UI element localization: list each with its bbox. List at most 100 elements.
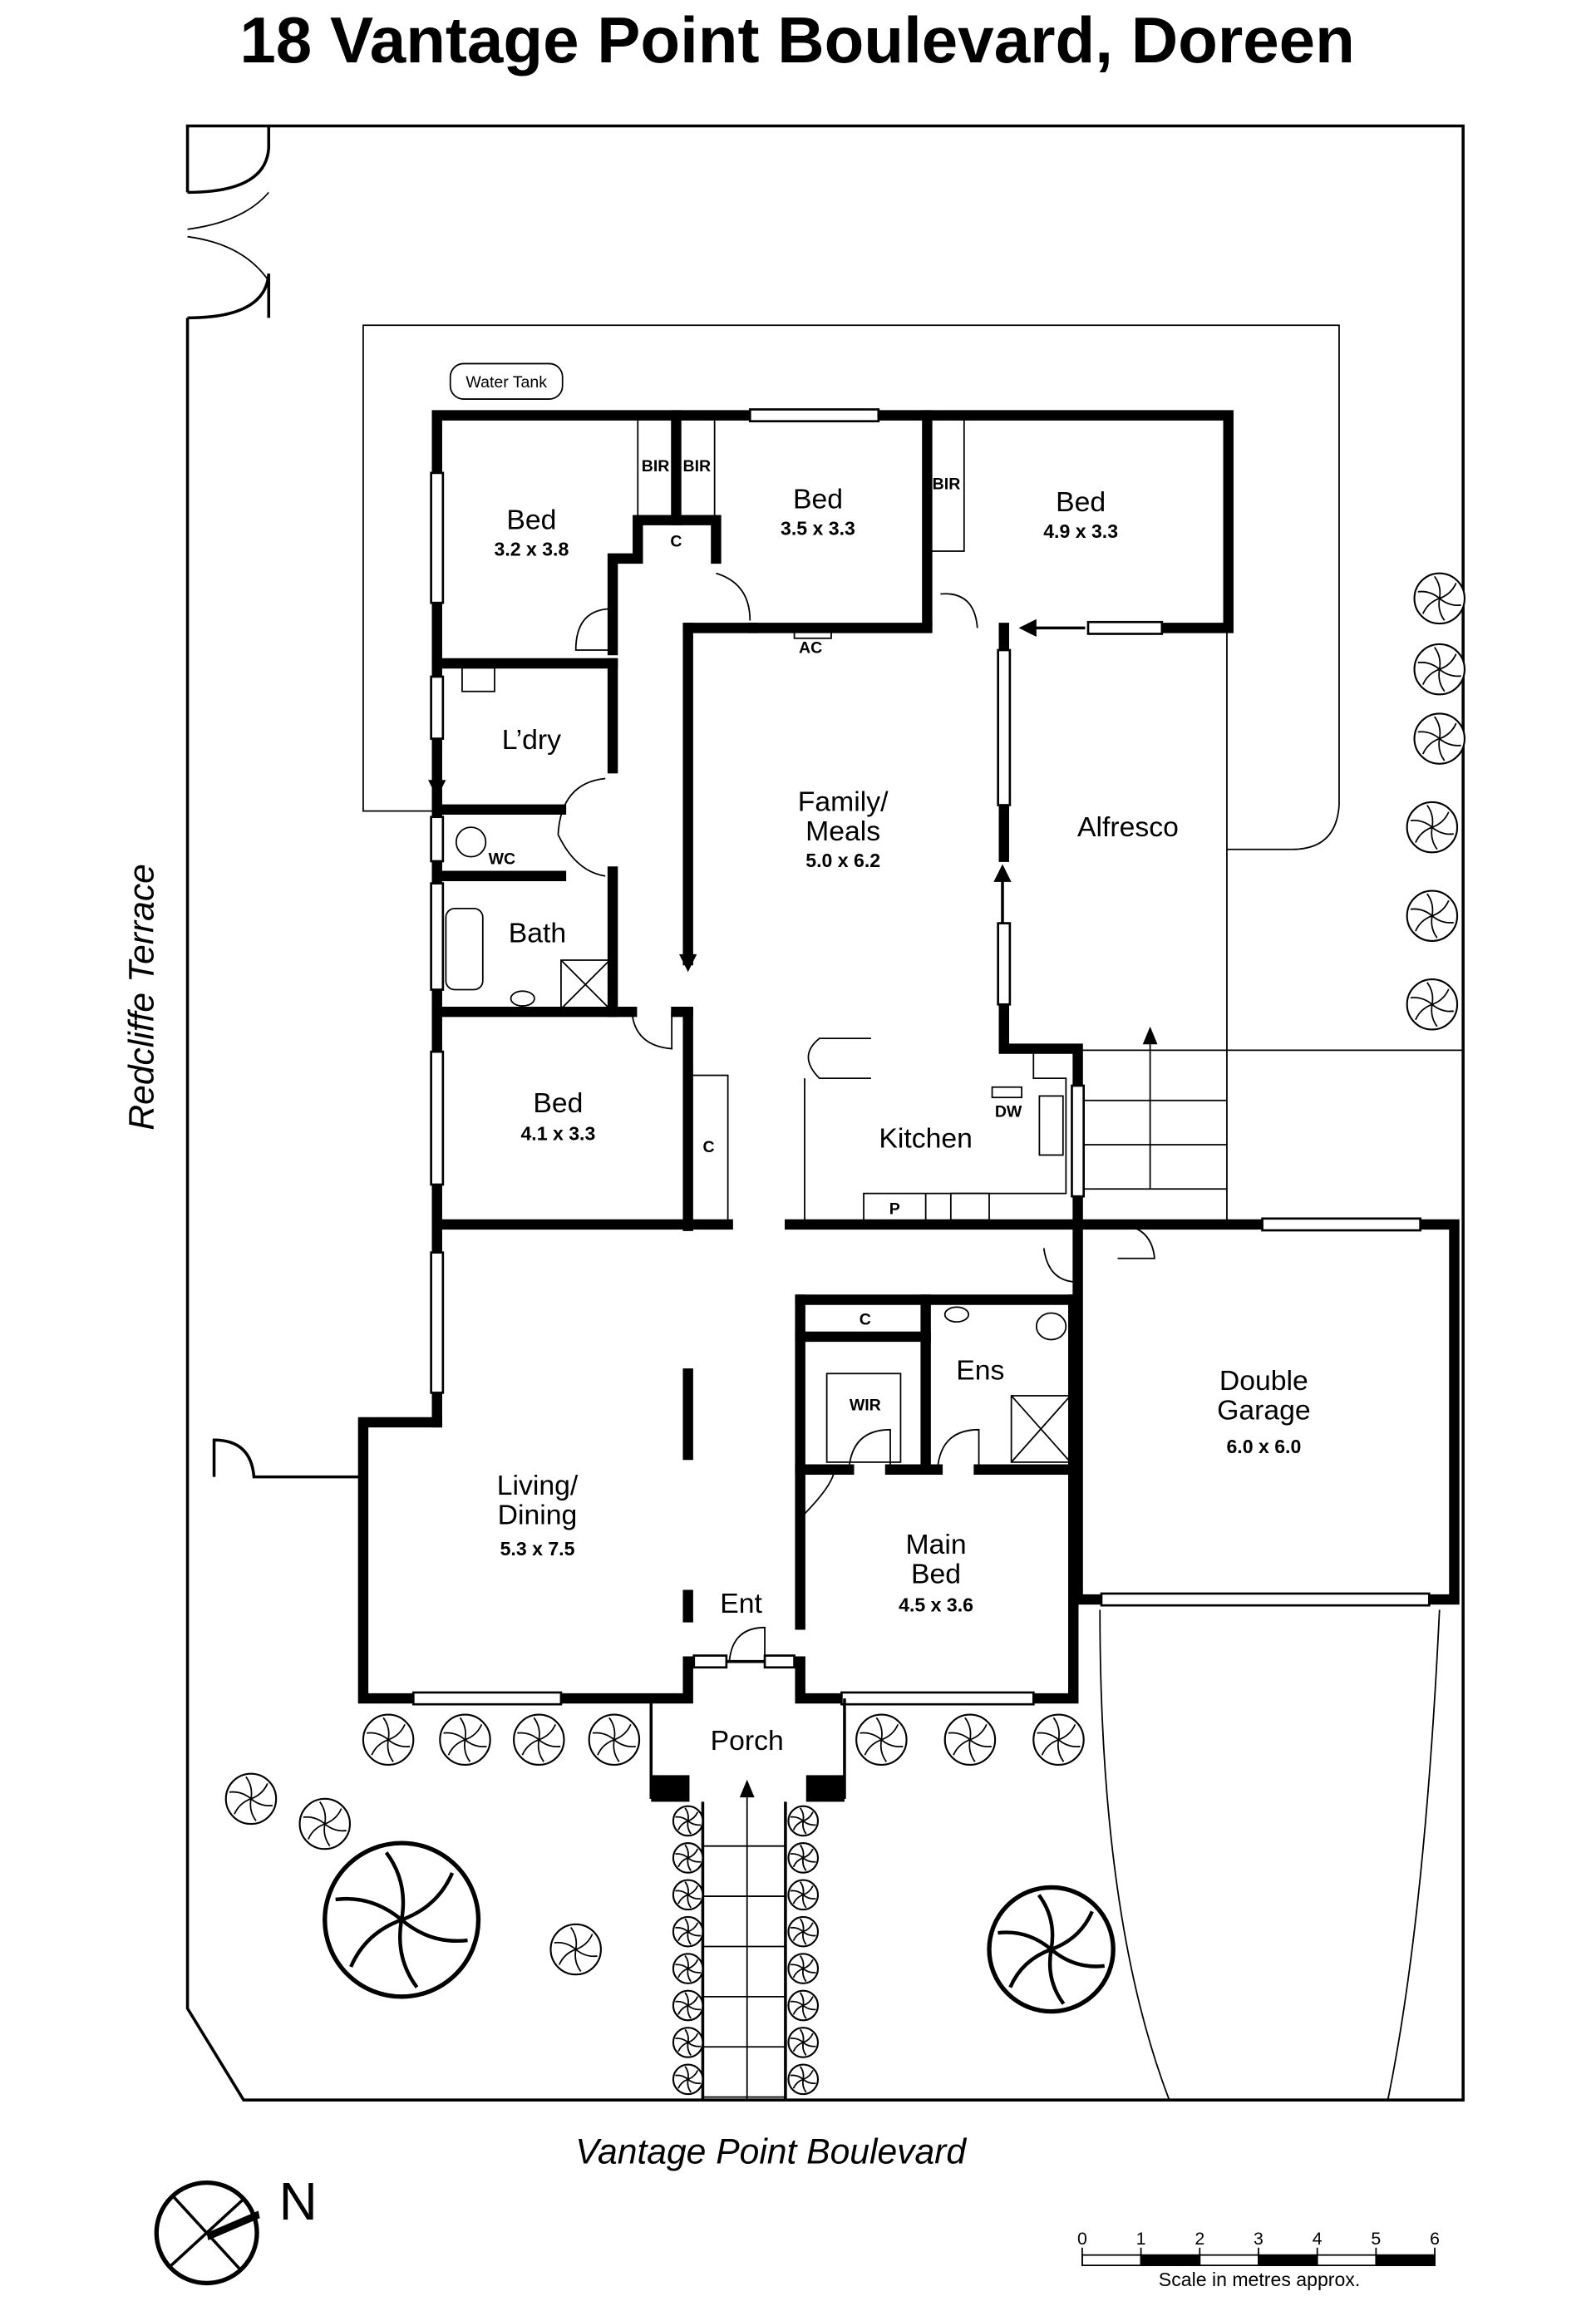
tree-icon bbox=[1413, 712, 1465, 765]
tree-icon bbox=[439, 1713, 491, 1767]
scale-tick-label: 5 bbox=[1371, 2229, 1381, 2249]
tree-icon bbox=[672, 1989, 704, 2022]
tree-icon bbox=[787, 1989, 820, 2022]
ens-shower bbox=[1010, 1395, 1071, 1463]
tree-icon bbox=[1406, 889, 1459, 942]
compass-north-label: N bbox=[279, 2171, 318, 2231]
tree-icon bbox=[787, 1842, 820, 1874]
arrows bbox=[428, 618, 1158, 2101]
tree-icon bbox=[672, 1915, 704, 1948]
tree-icon bbox=[1406, 801, 1459, 854]
tree-icon bbox=[787, 1879, 820, 1911]
garage-name-2: Garage bbox=[1217, 1394, 1311, 1426]
tree-icon bbox=[787, 2063, 820, 2096]
cooktop-icon bbox=[949, 1192, 990, 1221]
alfresco-name: Alfresco bbox=[1077, 811, 1179, 843]
bed2-name: Bed bbox=[793, 484, 843, 515]
basin-icon bbox=[510, 990, 535, 1007]
living-dims: 5.3 x 7.5 bbox=[500, 1538, 575, 1560]
bed4-name: Bed bbox=[533, 1087, 583, 1119]
alfresco-steps bbox=[1083, 628, 1228, 1225]
tree-icon bbox=[855, 1713, 908, 1767]
tree-icon bbox=[943, 1713, 997, 1767]
sink-icon bbox=[1038, 1095, 1064, 1156]
scale-tick-label: 0 bbox=[1077, 2229, 1087, 2249]
scale-segment bbox=[1199, 2254, 1259, 2266]
tree-icon bbox=[1032, 1713, 1085, 1767]
kitchen-name: Kitchen bbox=[879, 1123, 973, 1155]
scale-segment bbox=[1375, 2254, 1436, 2266]
tree-icon bbox=[987, 1885, 1116, 2014]
porch-name: Porch bbox=[711, 1725, 784, 1757]
living-name-2: Dining bbox=[498, 1499, 578, 1530]
ac-label: AC bbox=[799, 639, 822, 658]
main-bed-dims: 4.5 x 3.6 bbox=[899, 1594, 973, 1615]
compass-icon bbox=[154, 2180, 260, 2286]
main-bed-name-2: Bed bbox=[911, 1559, 961, 1590]
ens-toilet bbox=[1035, 1312, 1067, 1341]
fixtures bbox=[445, 417, 1071, 1463]
tree-icon bbox=[224, 1772, 278, 1826]
tree-icon bbox=[549, 1923, 602, 1976]
scale-tick-label: 1 bbox=[1136, 2229, 1146, 2249]
tree-icon bbox=[672, 1842, 704, 1874]
windows bbox=[411, 408, 1431, 1706]
bir-label-3: BIR bbox=[933, 475, 961, 493]
bir-label-2: BIR bbox=[683, 457, 712, 476]
tree-icon bbox=[1413, 572, 1465, 625]
family-dims: 5.0 x 6.2 bbox=[805, 850, 880, 871]
laundry-trough bbox=[461, 667, 495, 692]
bed2-dims: 3.5 x 3.3 bbox=[781, 517, 855, 539]
tree-icon bbox=[672, 1879, 704, 1911]
scale-tick-label: 6 bbox=[1430, 2229, 1440, 2249]
scale-segment bbox=[1316, 2254, 1377, 2266]
tree-icon bbox=[787, 1953, 820, 1984]
water-tank bbox=[449, 362, 564, 400]
scale-tick-label: 4 bbox=[1313, 2229, 1323, 2249]
page-title: 18 Vantage Point Boulevard, Doreen bbox=[239, 3, 1355, 76]
bed1-name: Bed bbox=[506, 504, 556, 535]
doors bbox=[557, 572, 1155, 1669]
tree-icon bbox=[1413, 643, 1465, 696]
scale-segment bbox=[1081, 2254, 1142, 2266]
bathtub bbox=[445, 907, 484, 991]
tree-icon bbox=[672, 2063, 704, 2096]
tree-icon bbox=[588, 1713, 641, 1767]
room-labels: Bed 3.2 x 3.8 Bed 3.5 x 3.3 Bed 4.9 x 3.… bbox=[489, 457, 1311, 1757]
tree-icon bbox=[362, 1713, 415, 1767]
garage-dims: 6.0 x 6.0 bbox=[1226, 1436, 1301, 1457]
bed4-dims: 4.1 x 3.3 bbox=[520, 1123, 595, 1145]
scale-bar: 0 1 2 3 4 5 6 bbox=[1077, 2229, 1440, 2266]
gate-icon bbox=[187, 126, 271, 320]
garden-outline bbox=[362, 324, 1464, 1052]
tree-icon bbox=[672, 2027, 704, 2058]
bir-label-1: BIR bbox=[642, 457, 670, 476]
entry-name: Ent bbox=[720, 1588, 762, 1619]
bath-name: Bath bbox=[509, 918, 566, 949]
tree-icon bbox=[513, 1713, 565, 1767]
driveway bbox=[1099, 1609, 1441, 2101]
scale-tick-label: 3 bbox=[1254, 2229, 1264, 2249]
tree-icon bbox=[672, 1805, 704, 1837]
tree-icon bbox=[323, 1840, 481, 1999]
tree-icon bbox=[672, 1953, 704, 1984]
porch bbox=[649, 1698, 846, 2101]
tree-icon bbox=[787, 1915, 820, 1948]
scale-segment bbox=[1258, 2254, 1318, 2266]
cupboard-label-3: C bbox=[860, 1311, 871, 1329]
scale-caption: Scale in metres approx. bbox=[1159, 2269, 1360, 2290]
side-gate-icon bbox=[212, 1438, 362, 1479]
family-name-1: Family/ bbox=[798, 786, 889, 818]
street-left: Redcliffe Terrace bbox=[122, 864, 162, 1131]
ens-basin bbox=[943, 1306, 970, 1323]
scale-tick-label: 2 bbox=[1195, 2229, 1204, 2249]
water-tank-label: Water Tank bbox=[466, 373, 547, 392]
wir-name: WIR bbox=[850, 1397, 881, 1415]
main-bed-name-1: Main bbox=[906, 1529, 967, 1560]
shower bbox=[560, 959, 611, 1010]
bed3-name: Bed bbox=[1056, 486, 1106, 518]
street-bottom: Vantage Point Boulevard bbox=[575, 2132, 967, 2172]
laundry-name: L’dry bbox=[502, 724, 561, 756]
scale-segment bbox=[1140, 2254, 1201, 2266]
